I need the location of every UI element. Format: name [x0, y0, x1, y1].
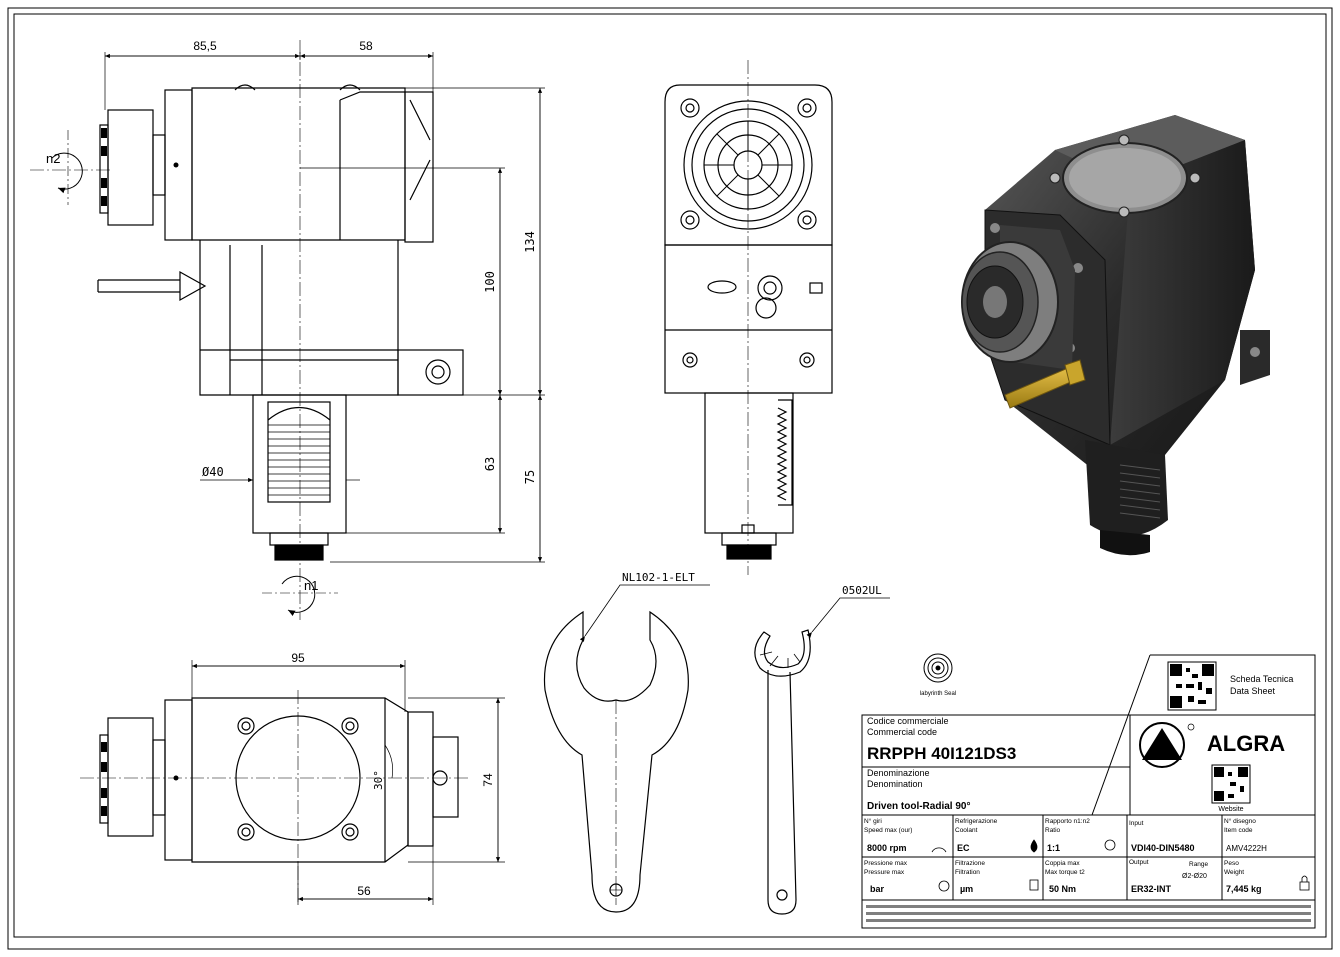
front-dimension-labels: 85,5 58 134 100 63 75 Ø40 [193, 39, 537, 484]
dim-85-5: 85,5 [193, 39, 217, 53]
weight-label-en: Weight [1224, 869, 1244, 876]
algra-logo [1139, 722, 1195, 768]
filter-icon [1029, 879, 1039, 891]
n1-label: n1 [304, 578, 318, 593]
website-qr-icon [1211, 764, 1251, 804]
item-label-it: N° disegno [1224, 817, 1256, 825]
weight-label-it: Peso [1224, 860, 1239, 867]
ratio-label-en: Ratio [1045, 827, 1061, 834]
dim-diameter-40: Ø40 [202, 465, 224, 479]
gear-icon [1104, 839, 1116, 851]
ratio-label-it: Rapporto n1:n2 [1045, 818, 1090, 825]
speed-label-it: N° giri [864, 817, 882, 825]
pressure-gauge-icon [938, 880, 950, 892]
dim-100: 100 [483, 271, 497, 293]
rotation-n1 [262, 575, 338, 617]
speed-value: 8000 rpm [867, 843, 907, 853]
rotation-n2 [51, 130, 83, 205]
top-dimension-labels: 95 74 56 30° [291, 651, 495, 898]
commercial-code-value: RRPPH 40I121DS3 [867, 744, 1016, 763]
denom-label-en: Denomination [867, 779, 923, 789]
output-value: ER32-INT [1131, 884, 1172, 894]
denom-label-it: Denominazione [867, 768, 930, 778]
front-view [30, 40, 464, 620]
footer-microtext [866, 905, 1311, 922]
n2-label: n2 [46, 151, 60, 166]
range-label: Range [1189, 861, 1209, 868]
filtration-label-it: Filtrazione [955, 860, 985, 867]
pressure-label-it: Pressione max [864, 860, 908, 867]
dim-95: 95 [291, 651, 305, 665]
torque-label-en: Max torque t2 [1045, 869, 1085, 876]
output-label: Output [1129, 859, 1149, 866]
code-label-en: Commercial code [867, 727, 937, 737]
hook-wrench [754, 629, 811, 915]
coolant-drop-icon [1030, 839, 1038, 853]
dim-75: 75 [523, 470, 537, 484]
brand-name: ALGRA [1207, 731, 1285, 756]
coolant-label-it: Refrigerazione [955, 818, 998, 825]
torque-value: 50 Nm [1049, 884, 1076, 894]
speed-label-en: Speed max (our) [864, 827, 912, 834]
weight-lock-icon [1299, 881, 1310, 891]
spanner-code-label: NL102-1-ELT [622, 571, 695, 584]
side-view [664, 60, 833, 575]
dim-angle-30: 30° [372, 770, 385, 790]
range-value: Ø2-Ø20 [1182, 873, 1207, 880]
item-code-value: AMV4222H [1226, 844, 1267, 853]
dim-63: 63 [483, 457, 497, 471]
hook-leader [806, 597, 890, 638]
dim-134: 134 [523, 231, 537, 253]
isometric-render [961, 115, 1270, 556]
outer-border [7, 7, 1333, 950]
speed-gauge-icon [931, 847, 947, 853]
website-label: Website [1218, 806, 1243, 813]
qr-label-en: Data Sheet [1230, 686, 1276, 696]
weight-value: 7,445 kg [1226, 884, 1262, 894]
torque-label-it: Coppia max [1045, 860, 1080, 867]
dim-74: 74 [481, 773, 495, 787]
dim-58: 58 [359, 39, 373, 53]
spanner-leader [579, 584, 710, 642]
labyrinth-seal-logo [923, 653, 953, 683]
spanner-wrench [543, 610, 689, 913]
cell-icons [931, 839, 1310, 892]
filtration-value: µm [960, 884, 973, 894]
pressure-label-en: Pressure max [864, 869, 905, 876]
top-dimensions [191, 660, 505, 905]
hook-code-label: 0502UL [842, 584, 882, 597]
coolant-value: EC [957, 843, 970, 853]
front-dimensions [104, 52, 545, 563]
title-block-text: Scheda Tecnica Data Sheet Website Codice… [864, 674, 1293, 894]
top-view [80, 690, 470, 905]
dim-56: 56 [357, 884, 371, 898]
seal-label: labyrinth Seal [920, 691, 956, 697]
input-value: VDI40-DIN5480 [1131, 843, 1195, 853]
datasheet-qr-icon [1167, 661, 1217, 711]
input-label: Input [1129, 820, 1144, 827]
coolant-label-en: Coolant [955, 827, 978, 834]
filtration-label-en: Filtration [955, 869, 980, 876]
item-label-en: Item code [1224, 827, 1253, 834]
code-label-it: Codice commerciale [867, 716, 949, 726]
denomination-value: Driven tool-Radial 90° [867, 801, 970, 812]
ratio-value: 1:1 [1047, 843, 1060, 853]
pressure-value: bar [870, 884, 885, 894]
title-block [861, 654, 1316, 929]
inner-border [13, 13, 1327, 938]
qr-label-it: Scheda Tecnica [1230, 674, 1293, 684]
